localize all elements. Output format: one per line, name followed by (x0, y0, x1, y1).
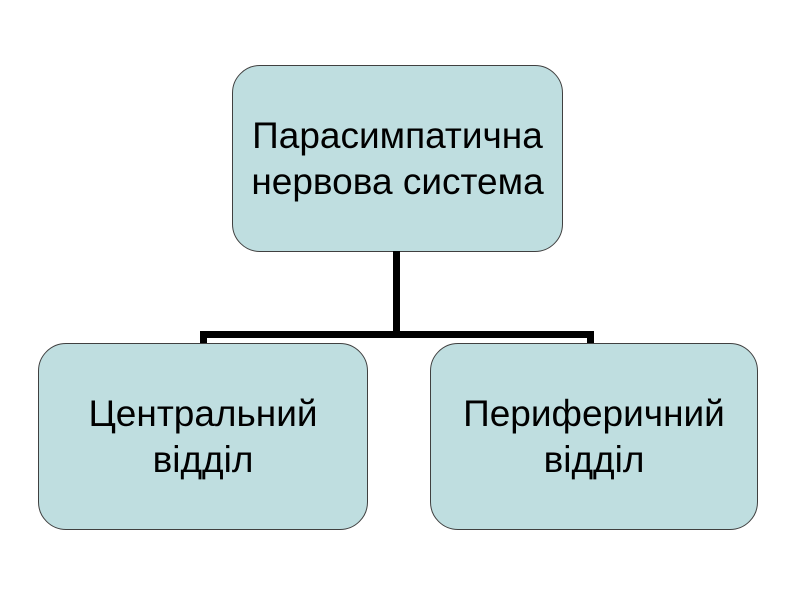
node-peripheral-division: Периферичний відділ (430, 343, 758, 530)
connector-crossbar-line (200, 331, 594, 338)
node-label-line: Периферичний (463, 392, 725, 434)
node-parasympathetic-system: Парасимпатична нервова система (232, 65, 563, 252)
connector-trunk-line (393, 251, 400, 338)
node-central-division: Центральний відділ (38, 343, 368, 530)
node-label-line: нервова система (251, 160, 544, 202)
node-label-line: відділ (152, 438, 254, 480)
connector-left-drop-line (200, 331, 207, 344)
node-label-line: Парасимпатична (252, 114, 543, 156)
node-label-line: відділ (543, 438, 645, 480)
connector-right-drop-line (587, 331, 594, 344)
node-label-line: Центральний (88, 392, 318, 434)
